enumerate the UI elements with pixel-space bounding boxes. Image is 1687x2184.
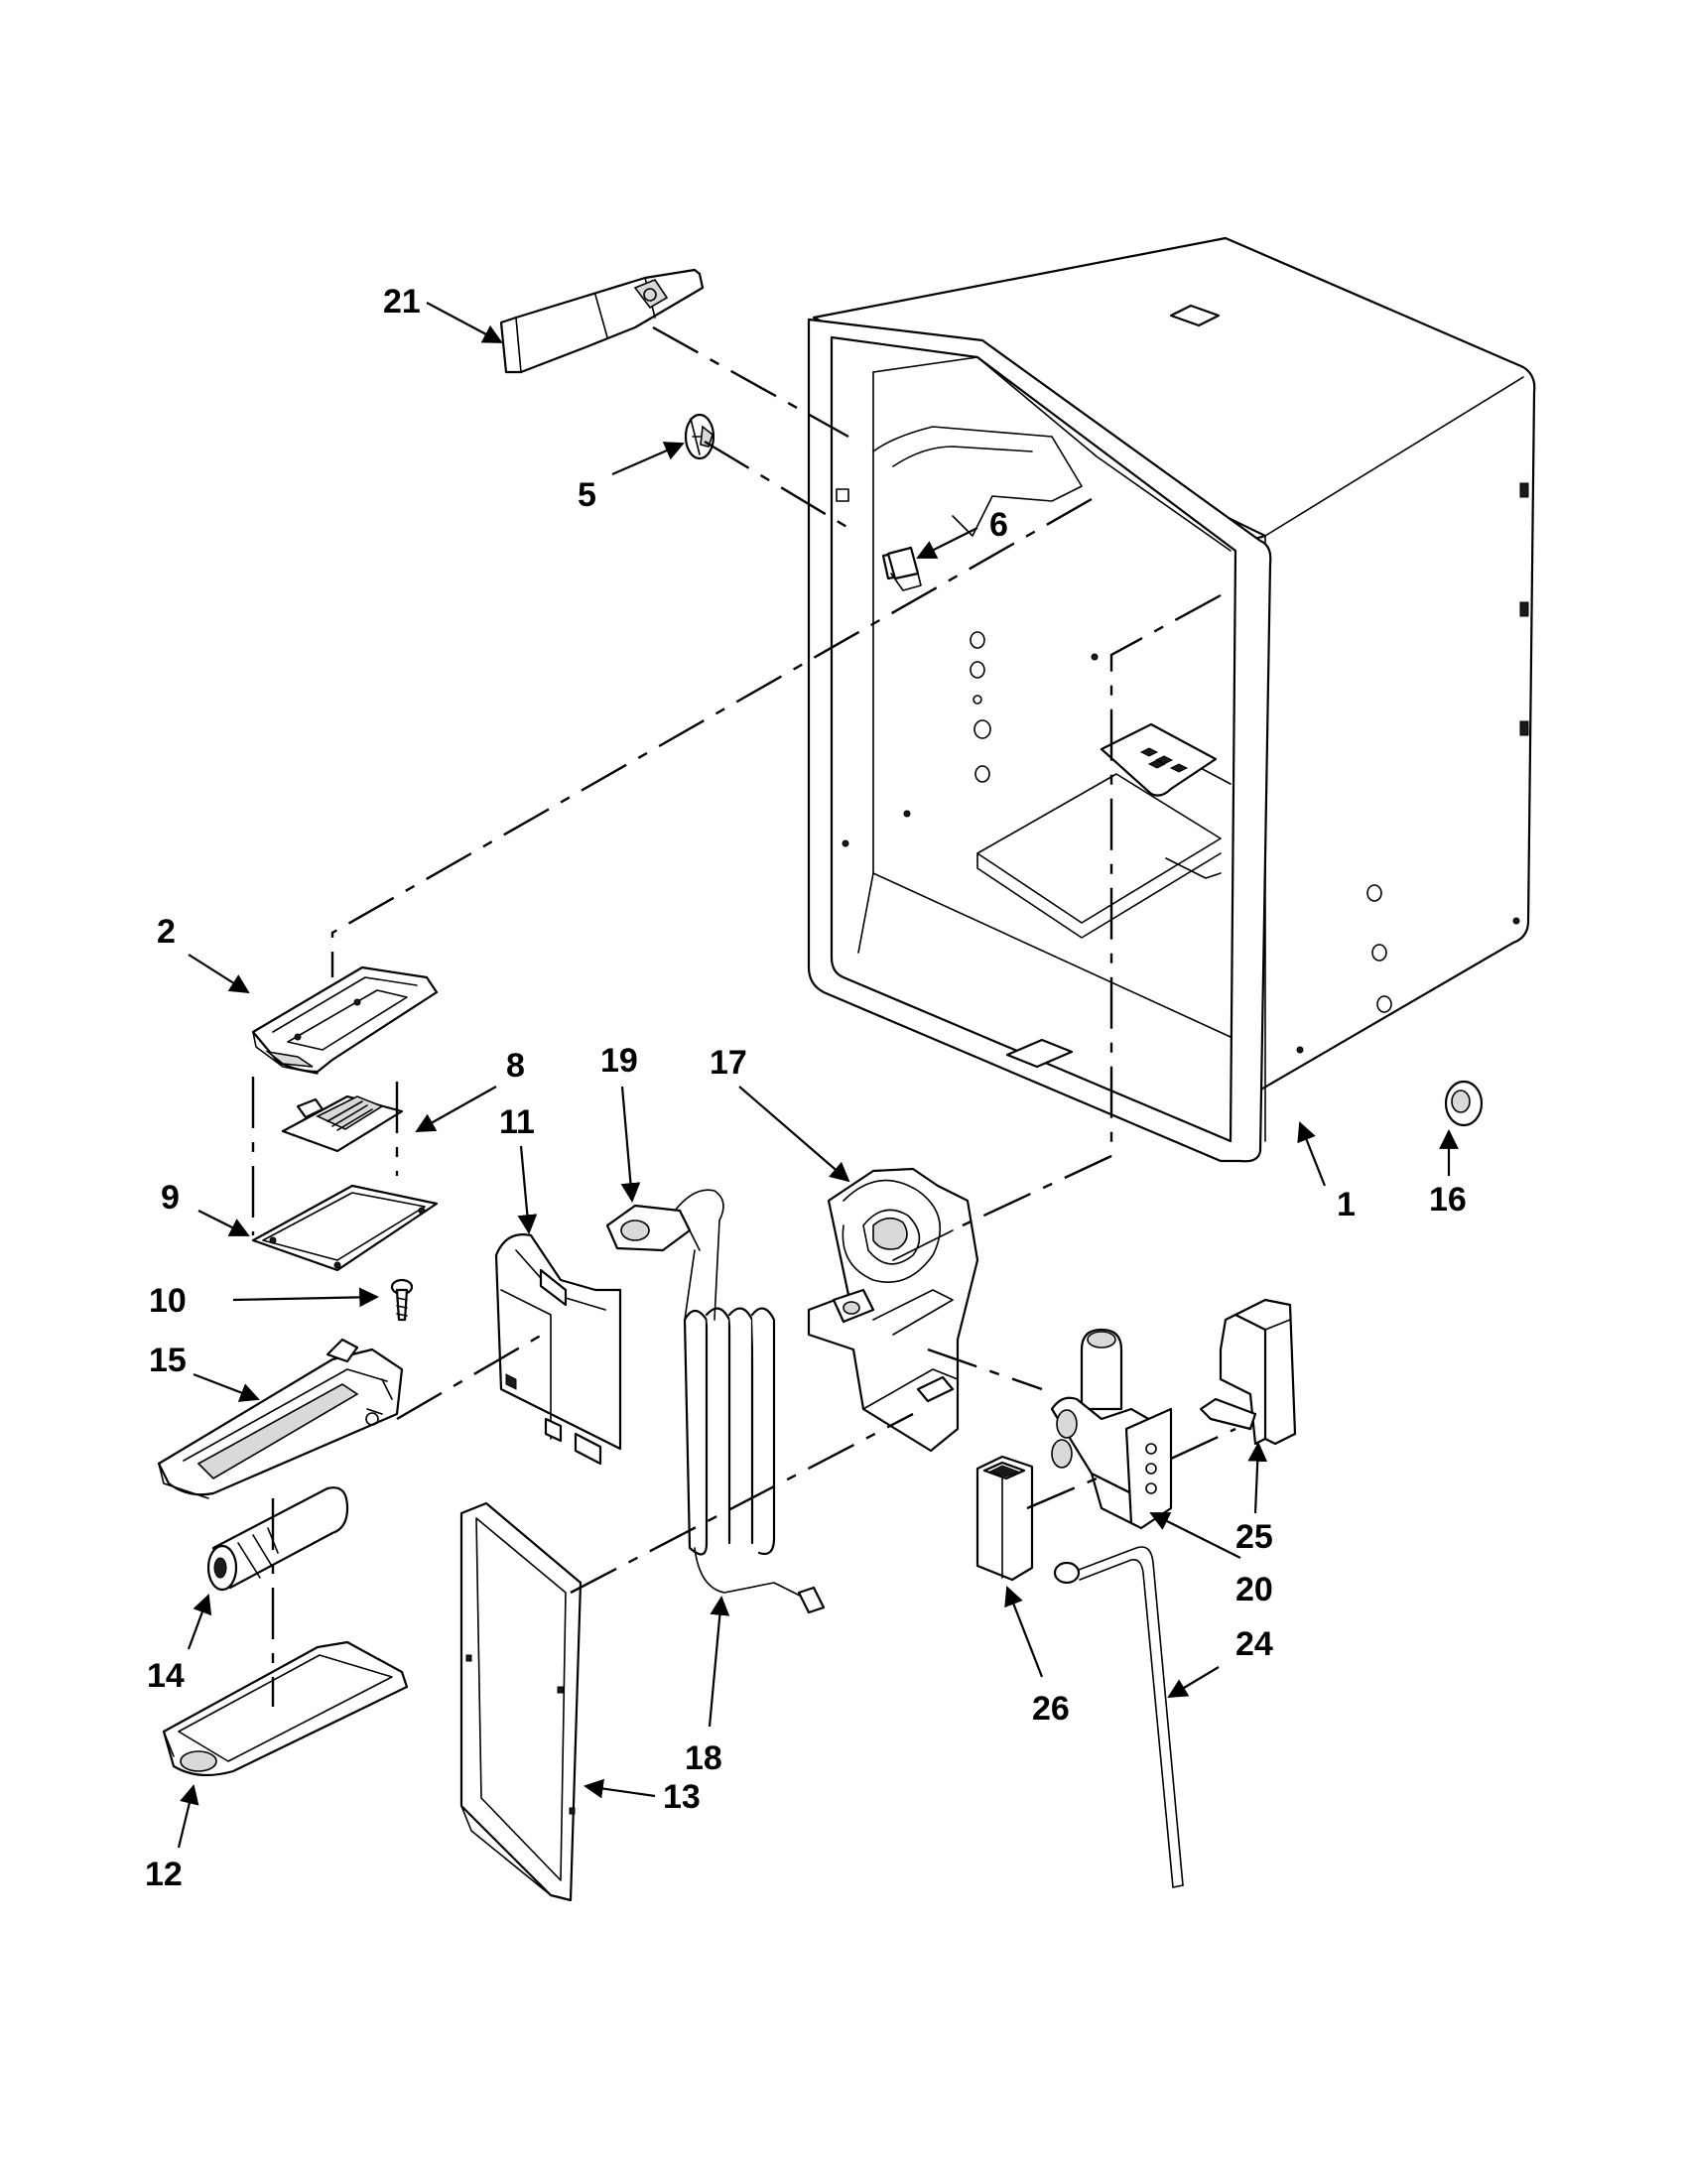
callout-13: 13 [663, 1778, 701, 1816]
part-17-dispenser-housing [807, 1167, 979, 1453]
callout-1: 1 [1337, 1186, 1356, 1223]
callout-24: 24 [1235, 1625, 1273, 1663]
part-1-housing [807, 236, 1536, 1163]
callout-10: 10 [149, 1282, 187, 1320]
callout-19: 19 [600, 1042, 638, 1080]
callout-17: 17 [710, 1044, 747, 1082]
part-6-clip [886, 546, 922, 591]
part-2-housing-top [251, 965, 439, 1075]
part-13-panel [459, 1501, 583, 1902]
part-20-valve [1050, 1328, 1173, 1530]
callout-11: 11 [499, 1103, 535, 1141]
part-24-tube [1053, 1546, 1184, 1888]
callout-5: 5 [578, 476, 596, 514]
callout-26: 26 [1032, 1690, 1070, 1728]
part-8-pad [281, 1094, 404, 1153]
part-11-bracket [494, 1233, 622, 1466]
part-21-cover [499, 268, 705, 374]
part-5-knob [684, 413, 715, 460]
part-10-screw [390, 1278, 414, 1322]
part-18-tube [683, 1220, 826, 1614]
leader-arrows [177, 302, 1459, 1849]
callout-18: 18 [685, 1739, 722, 1777]
part-16-plug [1444, 1080, 1484, 1127]
callout-2: 2 [157, 913, 176, 951]
callout-20: 20 [1235, 1571, 1273, 1608]
part-14-filter [206, 1486, 349, 1592]
callout-25: 25 [1235, 1518, 1273, 1556]
callout-21: 21 [383, 283, 421, 321]
part-9-plate [251, 1184, 439, 1272]
callout-14: 14 [147, 1657, 185, 1695]
callout-15: 15 [149, 1342, 187, 1379]
part-12-door [162, 1640, 409, 1777]
callout-12: 12 [145, 1856, 183, 1893]
part-15-housing [157, 1338, 404, 1499]
callout-8: 8 [506, 1047, 525, 1085]
callout-6: 6 [989, 506, 1008, 544]
callout-labels: 21 5 6 2 8 9 10 15 11 19 17 1 16 25 20 2… [145, 283, 1467, 1893]
part-26-bracket [975, 1455, 1034, 1582]
part-19-sensor [605, 1189, 724, 1252]
callout-9: 9 [161, 1179, 180, 1217]
assembly-lines [251, 325, 1236, 1707]
callout-16: 16 [1429, 1181, 1467, 1219]
part-25-bracket [1199, 1298, 1297, 1446]
